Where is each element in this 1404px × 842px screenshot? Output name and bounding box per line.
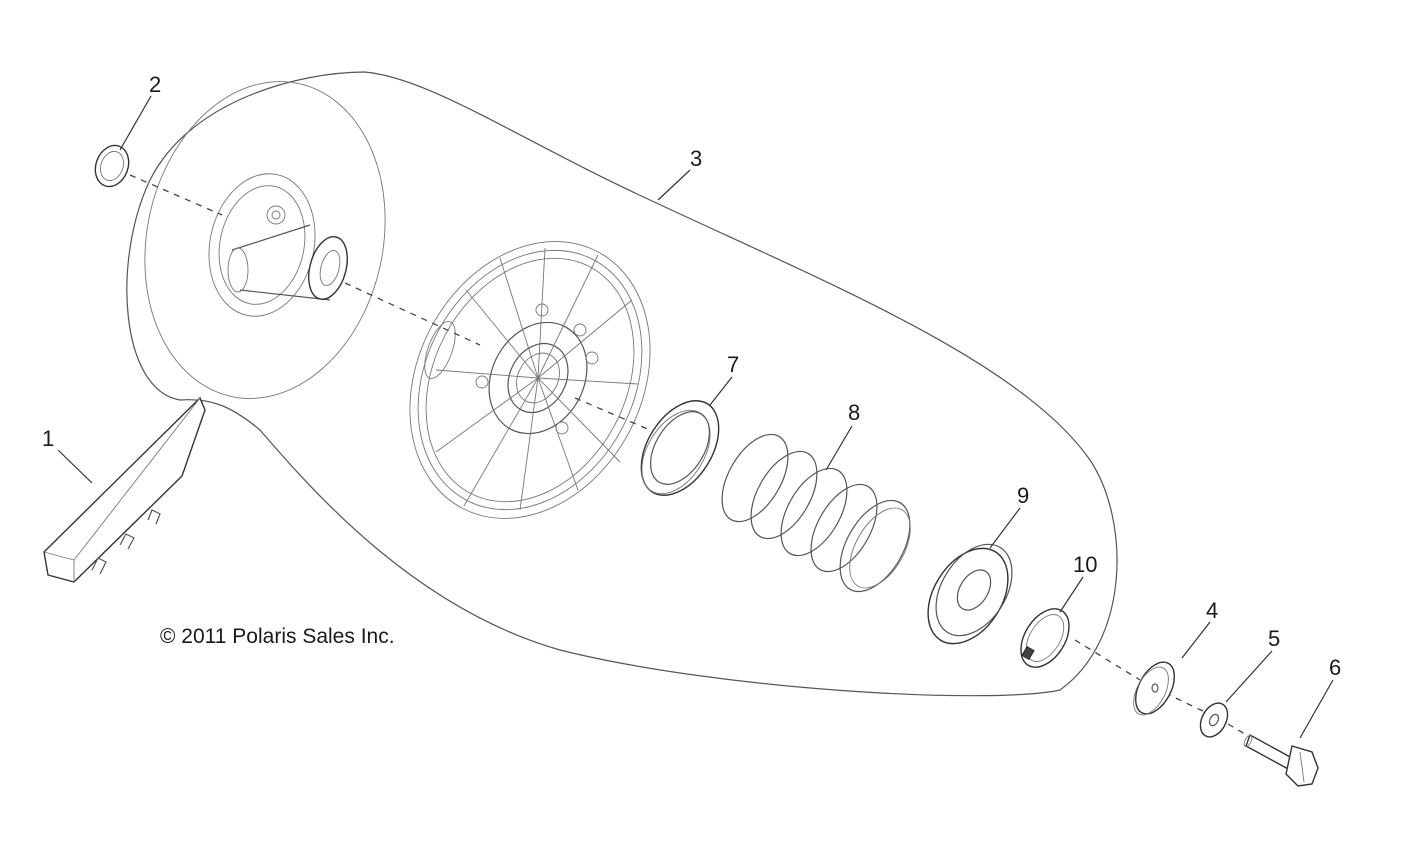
washer-small — [1199, 702, 1229, 738]
callout-3: 3 — [690, 146, 702, 171]
callout-8: 8 — [848, 400, 860, 425]
callout-7: 7 — [727, 352, 739, 377]
callout-6: 6 — [1329, 655, 1341, 680]
callout-1: 1 — [42, 426, 54, 451]
moveable-sheave — [409, 241, 651, 519]
washer-large — [1133, 661, 1175, 716]
assembly-axis — [129, 174, 1251, 738]
coil-spring — [721, 433, 911, 593]
bolt — [1243, 733, 1319, 787]
callout-5: 5 — [1268, 626, 1280, 651]
callout-4: 4 — [1206, 598, 1218, 623]
copyright-notice: © 2011 Polaris Sales Inc. — [160, 625, 395, 648]
callout-9: 9 — [1017, 483, 1029, 508]
callout-labels: 1 2 3 7 8 9 10 4 5 6 — [42, 72, 1341, 680]
callout-2: 2 — [149, 72, 161, 97]
spring-cup — [640, 400, 720, 496]
ring-seal — [94, 144, 130, 188]
leader-lines — [57, 95, 1334, 739]
drive-belt — [43, 396, 206, 583]
snap-ring — [1020, 608, 1070, 668]
clutch-assembly-outline — [126, 71, 1118, 697]
callout-10: 10 — [1073, 552, 1097, 577]
spring-spacer — [927, 543, 1013, 645]
